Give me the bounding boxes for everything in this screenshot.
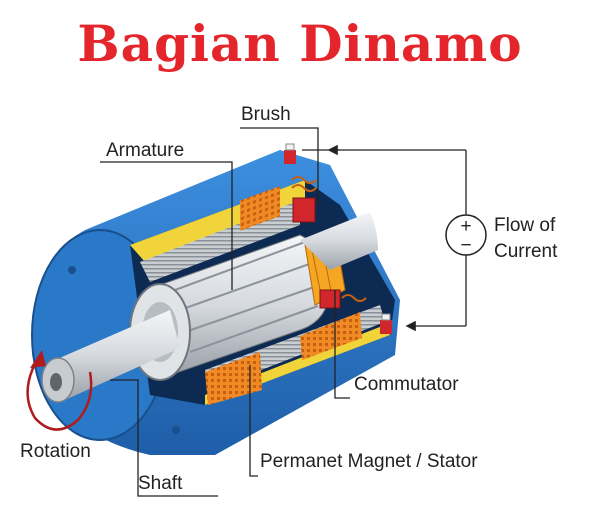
screw-icon bbox=[68, 266, 76, 274]
rotation-arrowhead-icon bbox=[30, 350, 46, 368]
label-stator: Permanet Magnet / Stator bbox=[260, 451, 478, 472]
stator-top bbox=[140, 186, 300, 282]
battery-icon bbox=[445, 214, 487, 256]
minus-symbol: − bbox=[460, 235, 471, 256]
label-flow-of: Flow of bbox=[494, 215, 556, 236]
label-brush: Brush bbox=[241, 104, 291, 125]
page-title: Bagian Dinamo bbox=[77, 14, 523, 73]
terminal-top bbox=[284, 143, 296, 164]
label-commutator: Commutator bbox=[354, 374, 459, 395]
brush-top bbox=[291, 176, 317, 223]
label-armature: Armature bbox=[106, 140, 184, 161]
current-circuit: + − bbox=[302, 144, 487, 332]
rotation-arrow-icon bbox=[26, 354, 93, 431]
shaft bbox=[41, 212, 378, 403]
label-shaft: Shaft bbox=[138, 473, 183, 494]
label-current: Current bbox=[494, 241, 558, 262]
screw-icon bbox=[172, 426, 180, 434]
plus-symbol: + bbox=[460, 216, 471, 237]
terminal-bottom bbox=[380, 313, 392, 334]
leader-lines bbox=[100, 127, 350, 497]
label-rotation: Rotation bbox=[20, 441, 91, 462]
